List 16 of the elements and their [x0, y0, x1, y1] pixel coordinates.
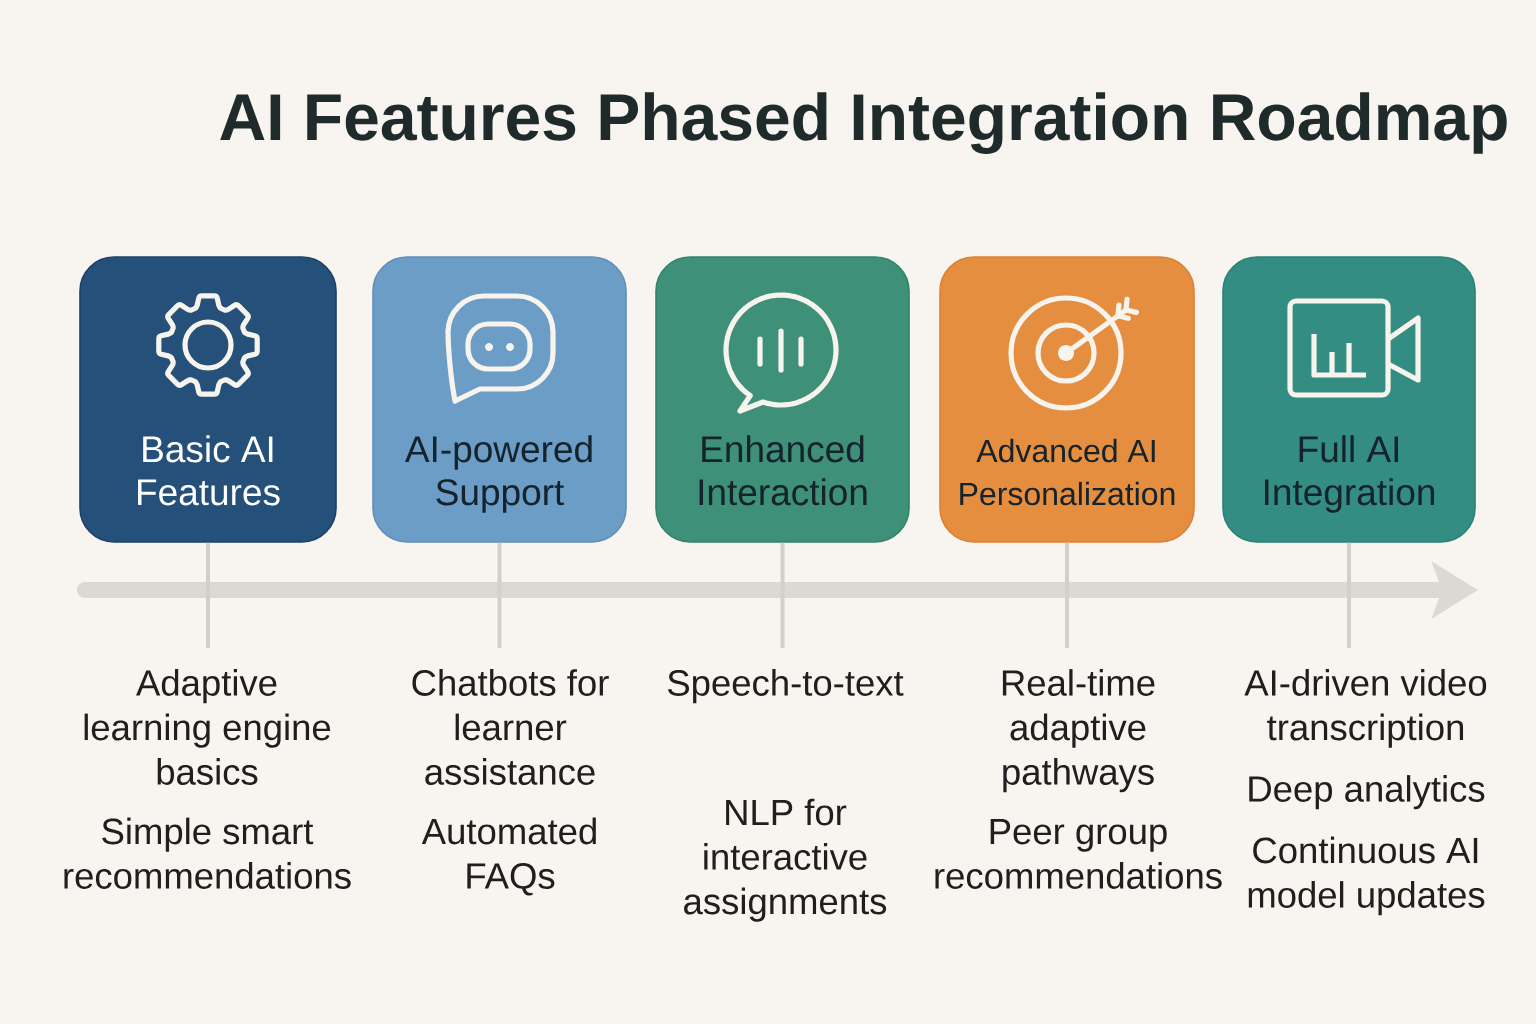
connector-line: [206, 542, 210, 648]
phase-box: Basic AI Features: [79, 256, 337, 543]
phase-box: Advanced AI Personalization: [939, 256, 1195, 543]
feature-list: Speech-to-text NLP for interactive assignments: [668, 669, 904, 922]
connector-line: [1347, 542, 1351, 648]
feature-list: AI-driven video transcription Deep analytics Continuous AI model updates: [1244, 669, 1487, 916]
title: AI Features Phased Integration Roadmap: [220, 92, 1507, 154]
connector-line: [780, 542, 785, 648]
phase-box: Full AI Integration: [1222, 256, 1476, 543]
connector-line: [497, 542, 502, 648]
phase-box: AI-powered Support: [372, 256, 627, 543]
feature-list: Adaptive learning engine basics Simple smart recommendations: [64, 669, 351, 889]
phase-box: Enhanced Interaction: [655, 256, 910, 543]
feature-list: Chatbots for learner assistance Automated FAQs: [412, 669, 609, 896]
feature-list: Real-time adaptive pathways Peer group recommendations: [935, 669, 1222, 889]
connector-line: [1065, 542, 1069, 648]
